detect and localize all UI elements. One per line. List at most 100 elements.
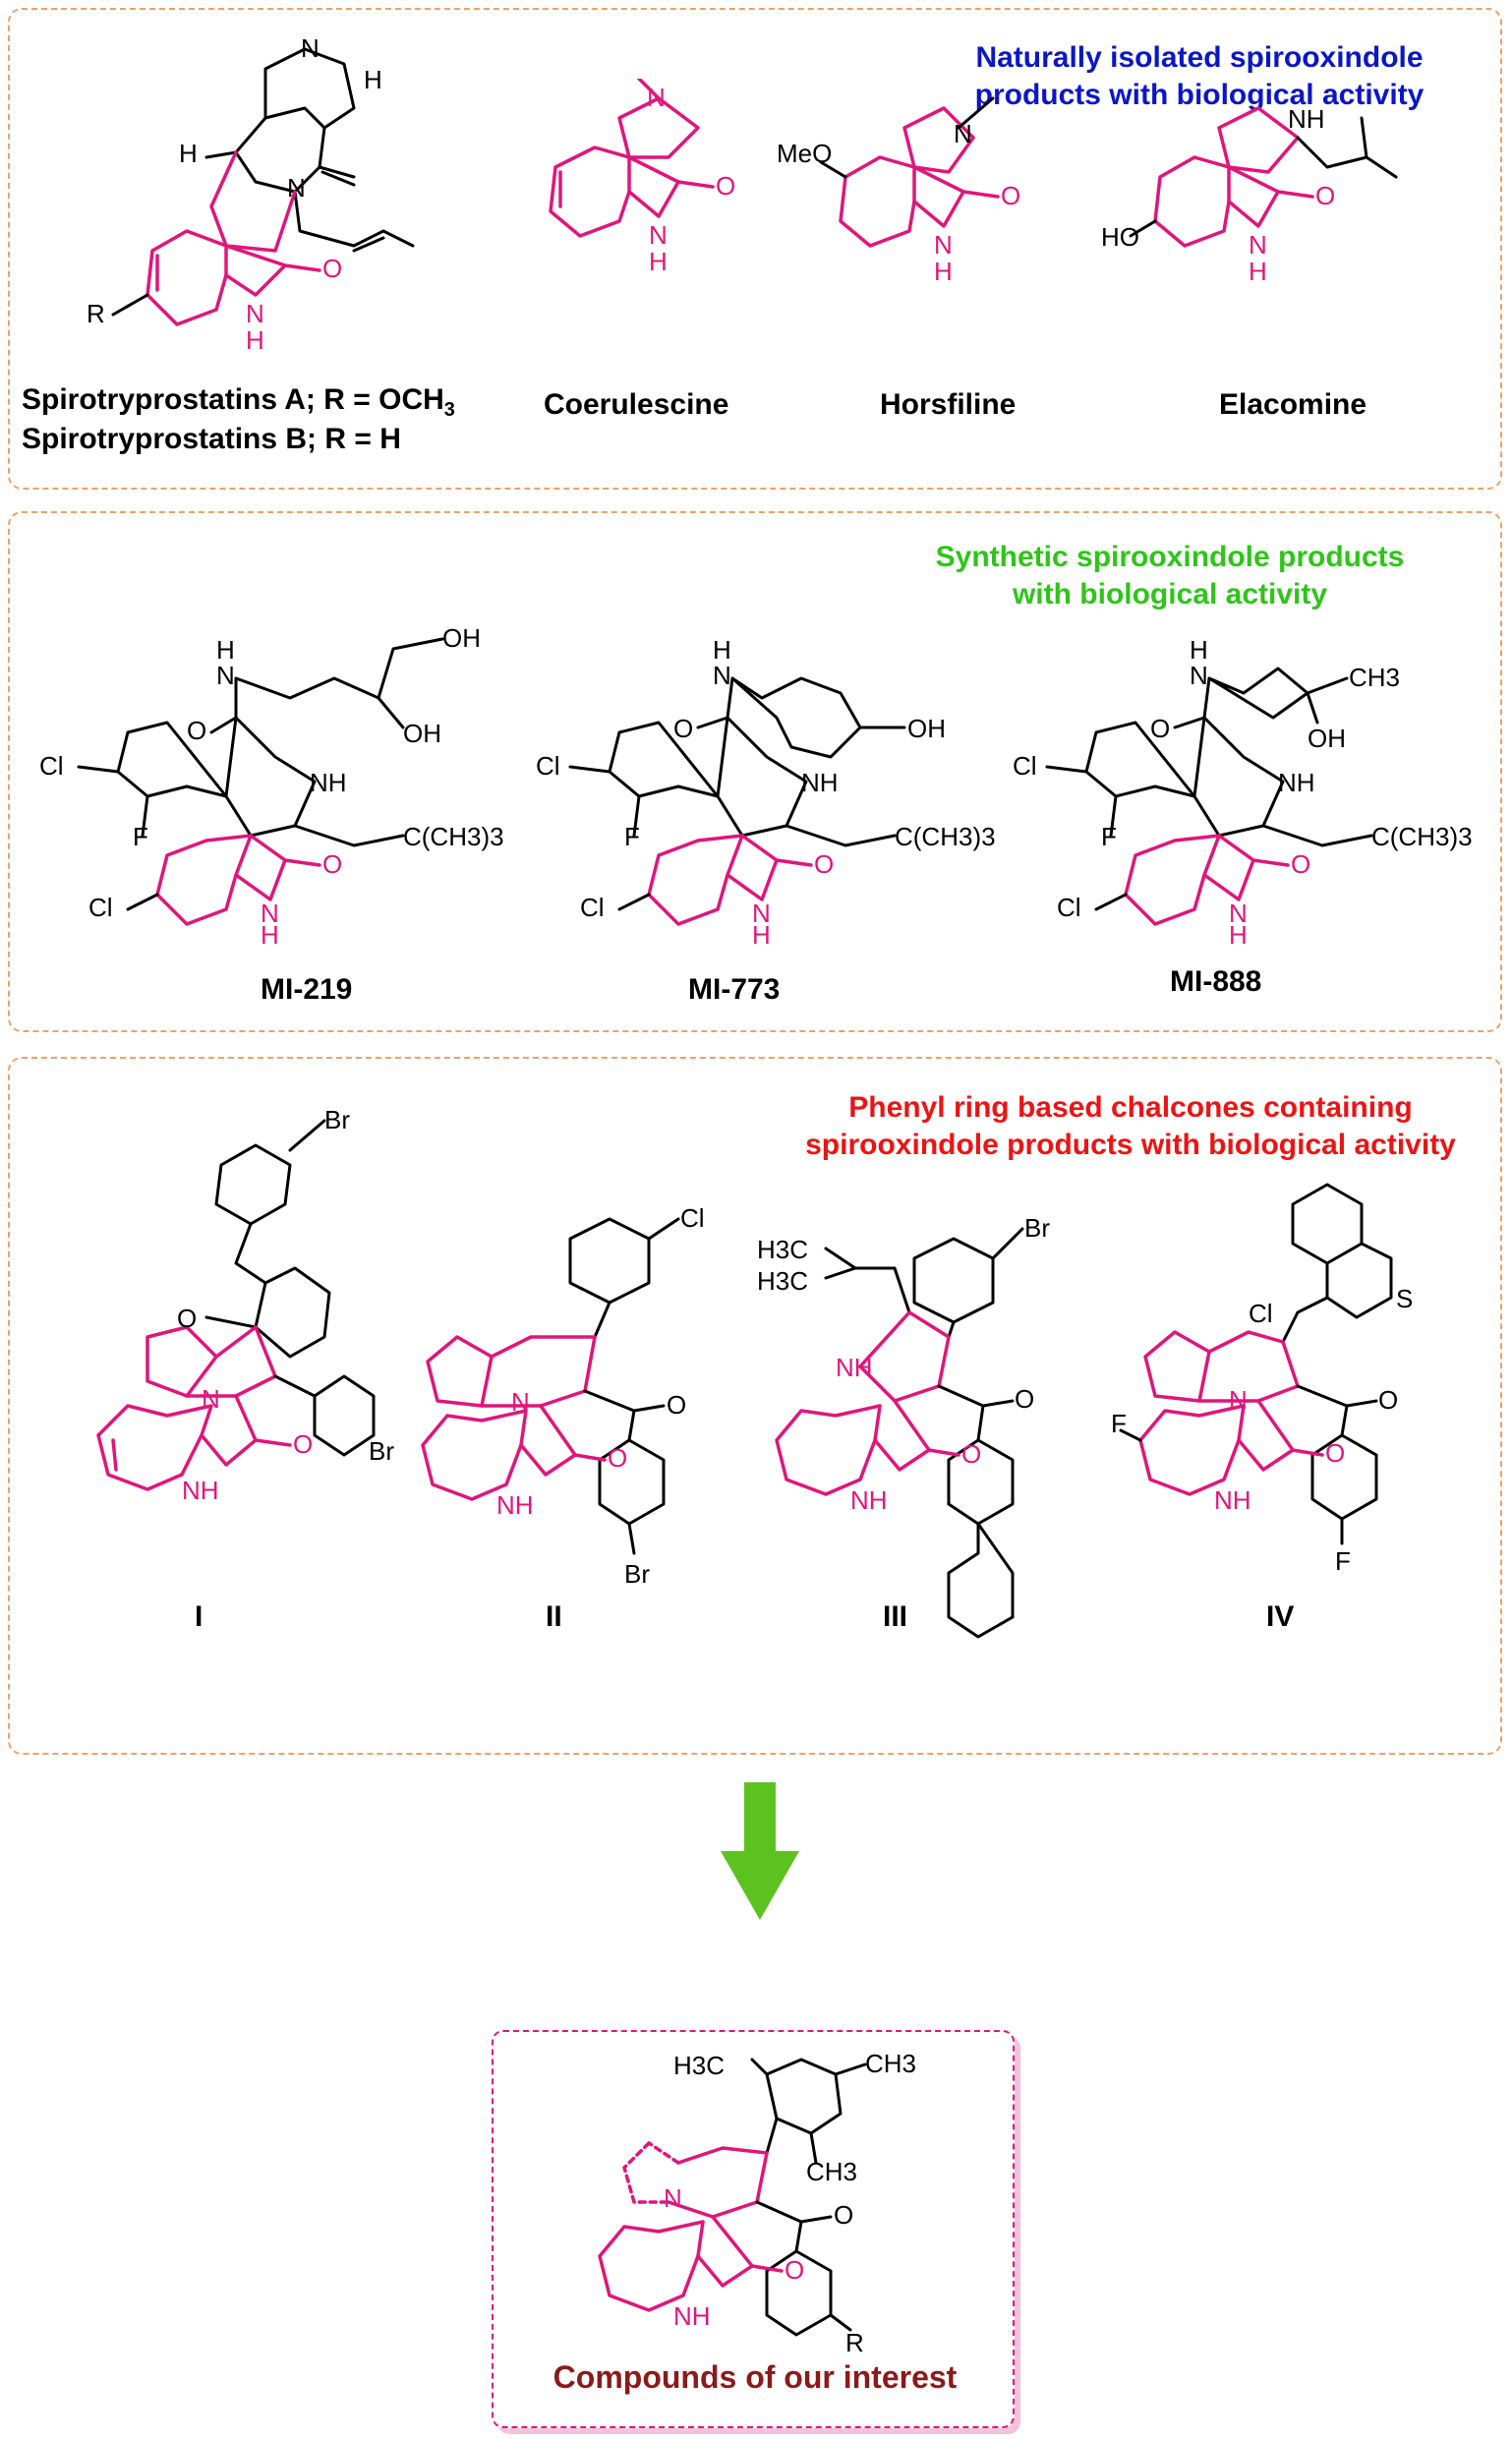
atom-label: MeO bbox=[777, 139, 832, 168]
compound-iii-structure: H3C H3C Br NH O O NH bbox=[757, 1219, 1050, 1639]
atom-label: Cl bbox=[680, 1203, 705, 1233]
atom-label: H bbox=[934, 257, 953, 286]
atom-label: CH3 bbox=[1349, 663, 1400, 692]
horsfiline-structure: MeO N O N H bbox=[777, 96, 1020, 286]
atom-label: O bbox=[1015, 1384, 1034, 1414]
atom-label: F bbox=[624, 822, 640, 851]
heading-line: Naturally isolated spirooxindole bbox=[975, 41, 1424, 74]
atom-label: O bbox=[834, 2200, 853, 2230]
atom-label: Br bbox=[624, 1559, 650, 1589]
atom-label: N bbox=[934, 230, 953, 260]
label-spirotryprostatin-a: Spirotryprostatins A; R = OCH3 bbox=[22, 383, 455, 421]
atom-label: NH bbox=[673, 2301, 711, 2331]
atom-label: O bbox=[667, 1390, 686, 1420]
atom-label: S bbox=[1396, 1284, 1413, 1313]
elacomine-structure: HO NH O N H bbox=[1101, 104, 1398, 286]
atom-label: H3C bbox=[757, 1266, 808, 1296]
atom-label: OH bbox=[403, 719, 441, 748]
atom-label: N bbox=[246, 299, 264, 328]
atom-label: CH3 bbox=[806, 2157, 857, 2186]
target-compound-structure: H3C CH3 CH3 N O O NH R bbox=[598, 2049, 916, 2357]
atom-label: N bbox=[1229, 899, 1248, 928]
atom-label: F bbox=[1101, 822, 1117, 851]
label-compound-iv: IV bbox=[1266, 1600, 1295, 1633]
atom-label: O bbox=[1315, 181, 1335, 210]
mi888-structure: N H O CH3 OH NH Cl F C(CH3)3 O N H Cl bbox=[1013, 635, 1473, 944]
atom-label: O bbox=[785, 2255, 804, 2285]
atom-label: N bbox=[216, 661, 235, 690]
atom-label: N bbox=[1190, 661, 1208, 690]
atom-label: R bbox=[845, 2328, 864, 2357]
atom-label: N bbox=[301, 33, 320, 63]
atom-label: O bbox=[1325, 1438, 1345, 1468]
synthetic-products-heading: Synthetic spirooxindole products with bi… bbox=[885, 539, 1455, 612]
atom-label: O bbox=[961, 1439, 981, 1469]
atom-label: Cl bbox=[1013, 751, 1037, 781]
atom-label: O bbox=[1001, 181, 1020, 210]
atom-label: O bbox=[187, 716, 206, 745]
atom-label: H bbox=[246, 325, 264, 355]
compounds-of-interest-box bbox=[492, 2030, 1015, 2428]
atom-label: H bbox=[1190, 635, 1208, 665]
natural-products-panel bbox=[8, 8, 1502, 490]
atom-label: HO bbox=[1101, 222, 1139, 252]
atom-label: Br bbox=[324, 1105, 350, 1134]
atom-label: NH bbox=[496, 1490, 534, 1520]
atom-label: N bbox=[1249, 230, 1267, 260]
spirotryprostatin-structure: N H H N O N H R bbox=[87, 33, 415, 355]
atom-label: C(CH3)3 bbox=[1371, 822, 1473, 851]
atom-label: H bbox=[261, 920, 279, 944]
atom-label: Cl bbox=[1249, 1299, 1273, 1328]
atom-label: H bbox=[649, 247, 668, 276]
atom-label: N bbox=[511, 1387, 530, 1417]
label-horsfiline: Horsfiline bbox=[880, 388, 1017, 421]
atom-label: Cl bbox=[88, 893, 113, 922]
atom-label: Br bbox=[1024, 1219, 1050, 1243]
heading-line: products with biological activity bbox=[974, 78, 1425, 111]
label-compound-ii: II bbox=[546, 1600, 562, 1633]
atom-label: N bbox=[287, 173, 306, 203]
atom-label: F bbox=[133, 822, 148, 851]
label-spirotryprostatin-b: Spirotryprostatins B; R = H bbox=[22, 423, 401, 455]
atom-label: O bbox=[322, 254, 342, 283]
atom-label: OH bbox=[907, 714, 946, 743]
label-mi888: MI-888 bbox=[1170, 965, 1262, 998]
atom-label: N bbox=[752, 899, 771, 928]
atom-label: F bbox=[1335, 1546, 1351, 1576]
atom-label: NH bbox=[182, 1476, 219, 1505]
atom-label: Cl bbox=[39, 751, 64, 781]
atom-label: H bbox=[752, 920, 771, 944]
atom-label: N bbox=[954, 119, 972, 148]
final-caption: Compounds of our interest bbox=[552, 2359, 958, 2395]
coerulescine-structure: N O N H bbox=[549, 79, 735, 276]
label-elacomine: Elacomine bbox=[1219, 388, 1367, 421]
atom-label: H3C bbox=[757, 1235, 808, 1264]
atom-label: NH bbox=[801, 768, 839, 797]
label-mi219: MI-219 bbox=[261, 973, 353, 1006]
heading-line: with biological activity bbox=[1012, 577, 1328, 610]
atom-label: O bbox=[293, 1429, 313, 1459]
atom-label: O bbox=[1291, 849, 1310, 879]
atom-label: OH bbox=[1308, 724, 1346, 753]
atom-label: C(CH3)3 bbox=[403, 822, 504, 851]
compound-iv-structure: Cl S N O O NH F F bbox=[1111, 1183, 1413, 1576]
atom-label: O bbox=[673, 714, 693, 743]
heading-line: spirooxindole products with biological a… bbox=[805, 1128, 1456, 1161]
atom-label: O bbox=[1150, 714, 1170, 743]
atom-label: O bbox=[608, 1443, 627, 1473]
atom-label: H bbox=[179, 139, 198, 168]
atom-label: H bbox=[1229, 920, 1248, 944]
compound-i-structure: Br O N O NH Br bbox=[96, 1105, 394, 1505]
atom-label: N bbox=[649, 220, 668, 250]
atom-label: Br bbox=[369, 1436, 394, 1466]
atom-label: O bbox=[177, 1304, 197, 1333]
atom-label: NH bbox=[1278, 768, 1315, 797]
heading-line: Synthetic spirooxindole products bbox=[935, 541, 1405, 573]
atom-label: C(CH3)3 bbox=[895, 822, 996, 851]
atom-label: N bbox=[647, 83, 666, 112]
label-compound-i: I bbox=[195, 1600, 204, 1633]
label-coerulescine: Coerulescine bbox=[544, 388, 729, 421]
atom-label: NH bbox=[850, 1485, 888, 1515]
atom-label: N bbox=[664, 2183, 682, 2213]
chalcone-products-heading: Phenyl ring based chalcones containing s… bbox=[786, 1089, 1475, 1163]
